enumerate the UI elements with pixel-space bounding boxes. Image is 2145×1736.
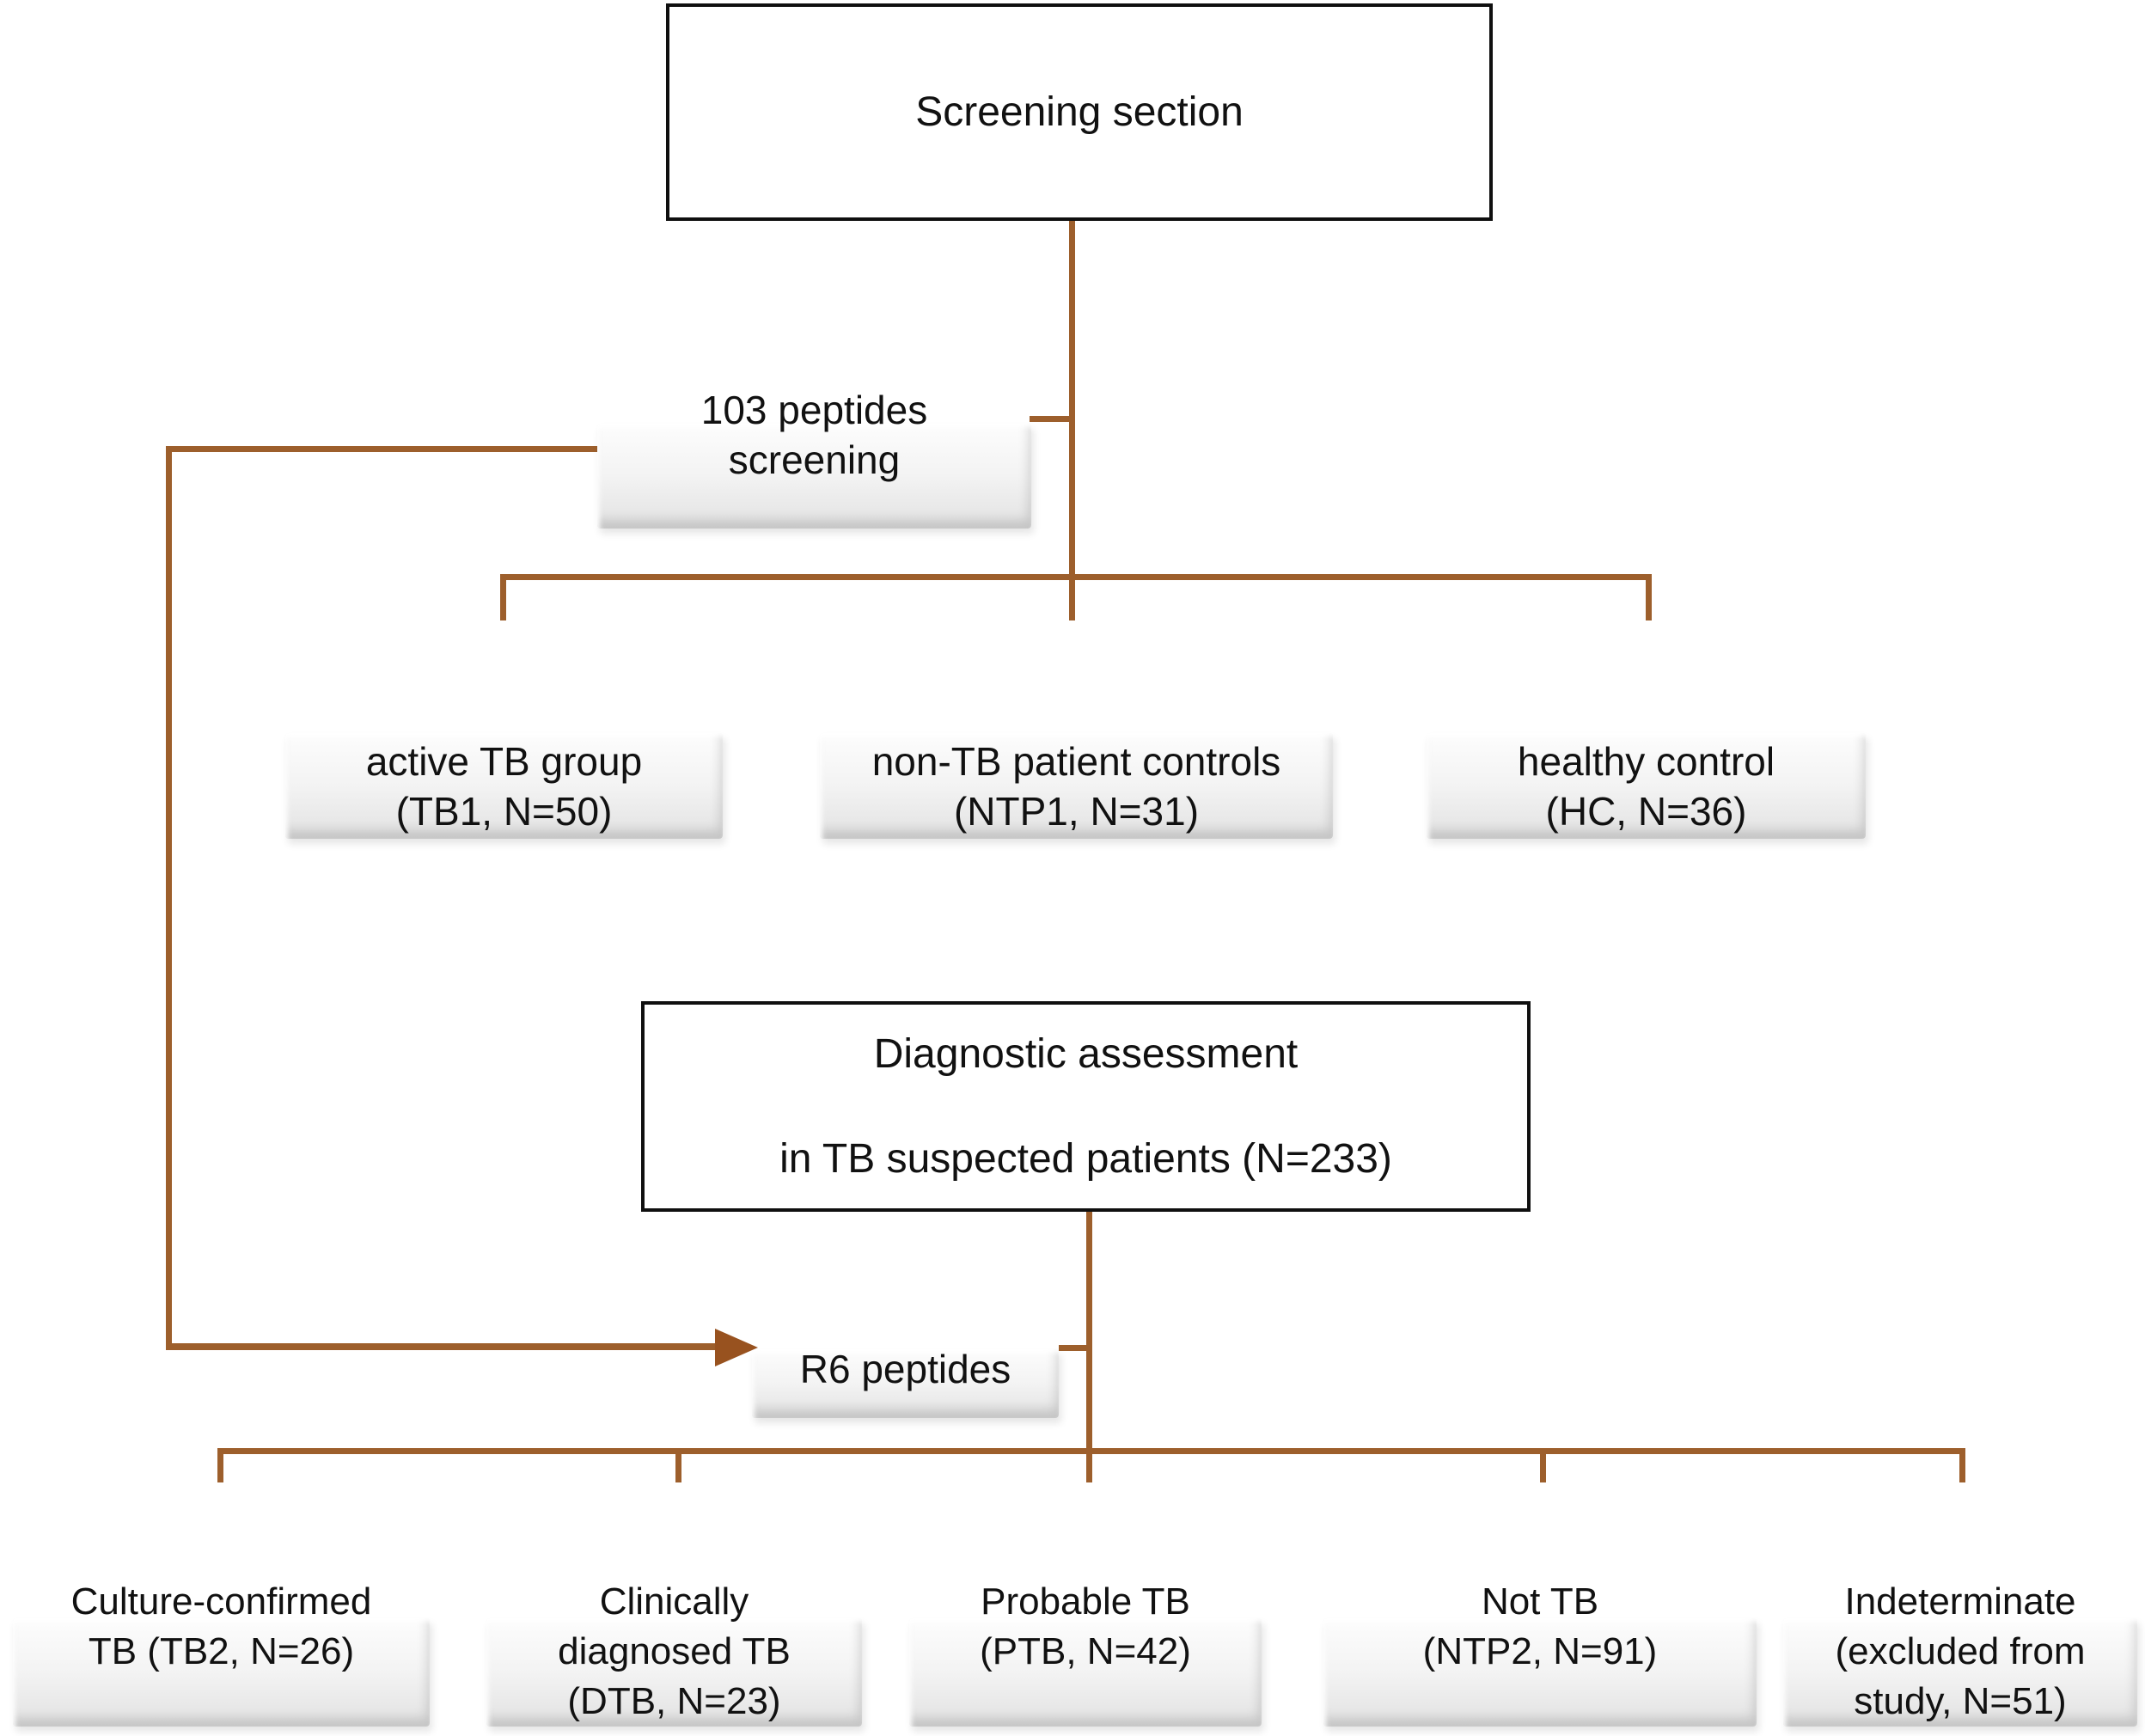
connector-split2-stub-ind: [1959, 1448, 1965, 1482]
label-line: (NTP1, N=31): [953, 788, 1200, 834]
r6-peptides-box: R6 peptides: [752, 1347, 1059, 1418]
arrowhead-right-icon: [715, 1329, 758, 1366]
diagnostic-assessment-box: Diagnostic assessment in TB suspected pa…: [641, 1001, 1531, 1212]
label-line: Probable TB: [981, 1580, 1190, 1623]
label-line: non-TB patient controls: [871, 738, 1281, 784]
non-tb-patient-controls-box: non-TB patient controls (NTP1, N=31): [820, 733, 1333, 839]
label-line: (PTB, N=42): [980, 1630, 1191, 1672]
label-line: Clinically: [599, 1580, 749, 1623]
label-line: Not TB: [1481, 1580, 1599, 1623]
label-line: diagnosed TB: [558, 1630, 791, 1672]
label-line: Culture-confirmed: [70, 1580, 372, 1623]
screening-section-label: Screening section: [915, 89, 1244, 135]
connector-split2-stub-ntp2: [1540, 1448, 1546, 1482]
peptides-103-screening-box: 103 peptides screening: [597, 388, 1031, 529]
label-line: study, N=51): [1854, 1680, 2067, 1722]
screening-section-box: Screening section: [666, 3, 1493, 221]
connector-split1-stub-tb1: [500, 574, 506, 620]
culture-confirmed-tb-box: Culture-confirmed TB (TB2, N=26): [13, 1580, 430, 1727]
connector-arrow-to-r6: [166, 1343, 718, 1350]
diagnostic-label-line: Diagnostic assessment: [873, 1030, 1299, 1077]
active-tb-group-box: active TB group (TB1, N=50): [285, 733, 723, 839]
connector-peptides103-right-tick: [1030, 416, 1072, 422]
label-line: (HC, N=36): [1545, 788, 1747, 834]
connector-split2-stub-dtb: [675, 1448, 681, 1482]
healthy-control-box: healthy control (HC, N=36): [1427, 733, 1866, 839]
indeterminate-box: Indeterminate (excluded from study, N=51…: [1783, 1580, 2137, 1727]
label-line: screening: [728, 437, 901, 482]
connector-split1-stub-hc: [1646, 574, 1652, 620]
label-line: (TB1, N=50): [395, 788, 613, 834]
label-line: R6 peptides: [799, 1347, 1011, 1391]
label-line: active TB group: [365, 738, 643, 784]
label-line: Indeterminate: [1844, 1580, 2076, 1623]
connector-split1: [500, 574, 1652, 580]
connector-r6-right-tick: [1059, 1345, 1090, 1351]
label-line: healthy control: [1517, 738, 1775, 784]
label-line: (NTP2, N=91): [1422, 1630, 1658, 1672]
probable-tb-box: Probable TB (PTB, N=42): [909, 1580, 1262, 1727]
not-tb-box: Not TB (NTP2, N=91): [1323, 1580, 1757, 1727]
connector-split2: [217, 1448, 1965, 1454]
label-line: 103 peptides: [700, 388, 928, 432]
connector-diagnostic-to-split2: [1086, 1212, 1092, 1482]
clinically-diagnosed-tb-box: Clinically diagnosed TB (DTB, N=23): [486, 1580, 862, 1727]
label-line: (excluded from: [1835, 1630, 2086, 1672]
diagnostic-label-line: in TB suspected patients (N=233): [779, 1135, 1392, 1182]
connector-left-trunk: [166, 446, 172, 1350]
label-line: (DTB, N=23): [567, 1680, 781, 1722]
label-line: TB (TB2, N=26): [88, 1630, 355, 1672]
connector-peptides103-left: [166, 446, 600, 452]
connector-split2-stub-tb2: [217, 1448, 223, 1482]
